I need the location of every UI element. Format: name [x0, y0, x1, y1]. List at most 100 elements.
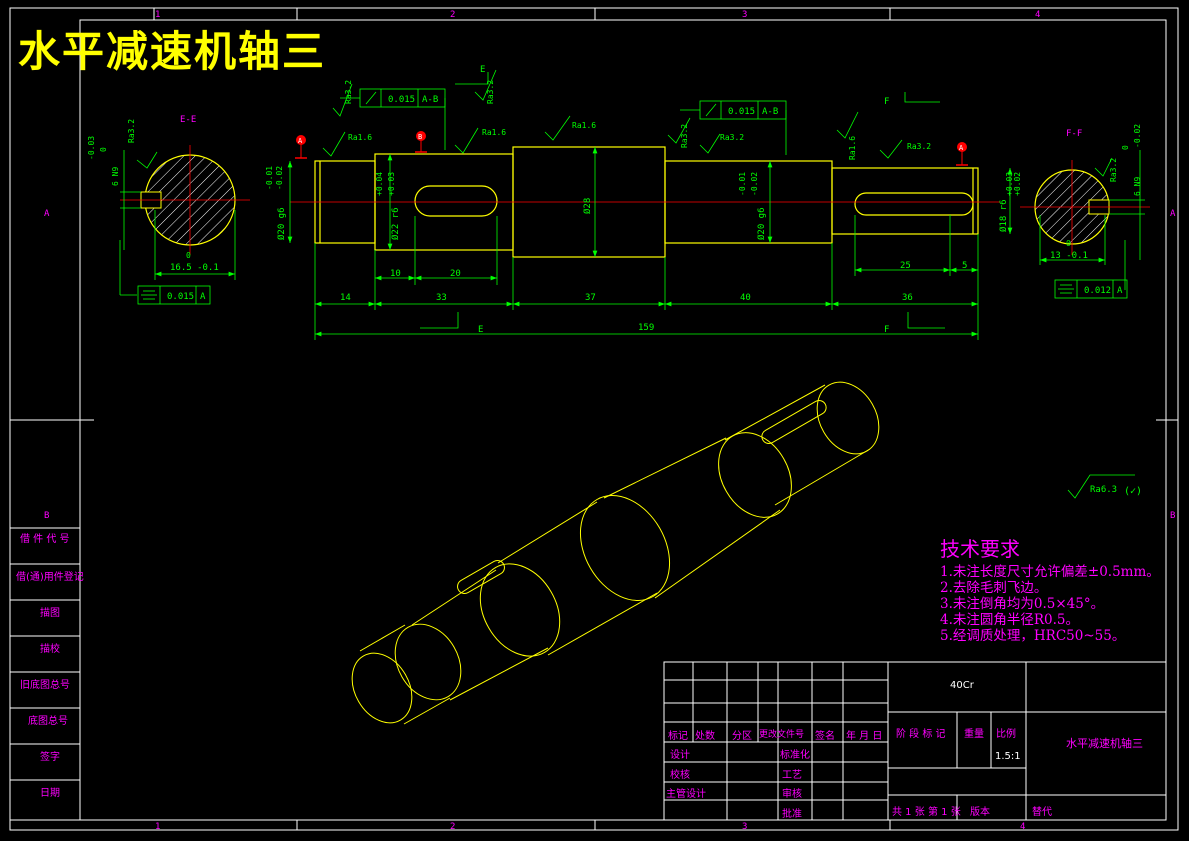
isometric-shaft [351, 381, 880, 725]
scale: 1.5:1 [995, 751, 1021, 762]
drawing-label: Ø22 r6 [390, 207, 401, 240]
section-cut-label: F [884, 97, 889, 107]
zone-marker: 4 [1035, 10, 1040, 20]
length-dim: 37 [585, 293, 596, 303]
drawing-label: 0.012 [1084, 286, 1111, 296]
stage-cell: 重量 [964, 729, 984, 740]
length-dim: 14 [340, 293, 351, 303]
role-cell: 审核 [782, 789, 802, 800]
drawing-label: -0.02 [1133, 124, 1142, 148]
role-cell: 设计 [670, 750, 690, 761]
header-cell: 标记 [668, 731, 688, 742]
drawing-label: 10 [390, 269, 401, 279]
zone-marker: 2 [450, 822, 455, 832]
drawing-label: 0.015 [388, 95, 415, 105]
roughness-label: Ra3.2 [680, 124, 689, 148]
section-label: E-E [180, 115, 196, 125]
length-dim: 33 [436, 293, 447, 303]
drawing-frame [9, 7, 1179, 831]
header-cell: 处数 [695, 731, 715, 742]
tech-line: 3.未注倒角均为0.5×45°。 [940, 596, 1105, 612]
side-cell: 日期 [40, 788, 60, 799]
zone-marker: 3 [742, 822, 747, 832]
zone-marker: B [44, 511, 49, 521]
zone-marker: 1 [155, 10, 160, 20]
drawing-label: -0.01 [265, 166, 274, 190]
tech-line: 4.未注圆角半径R0.5。 [940, 612, 1080, 628]
zone-marker: 1 [155, 822, 160, 832]
drawing-label: Ra3.2 [127, 119, 136, 143]
zone-marker: A [1170, 209, 1176, 219]
general-roughness-symbol [1067, 474, 1135, 499]
roughness-label: Ra3.2 [720, 133, 744, 142]
replace-label: 替代 [1032, 807, 1052, 818]
role-cell: 标准化 [780, 750, 810, 761]
drawing-label: Ø18 r6 [998, 199, 1009, 232]
role-cell: 校核 [670, 770, 690, 781]
side-cell: 底图总号 [28, 716, 68, 727]
datum-label: A [959, 144, 964, 152]
drawing-label: 6 N9 [111, 167, 120, 186]
side-cell: 描校 [40, 644, 60, 655]
drawing-label: 5 [962, 261, 967, 271]
drawing-label: 20 [450, 269, 461, 279]
stage-cell: 比例 [996, 729, 1016, 740]
title-block-grid [663, 661, 1167, 821]
section-ee [119, 145, 250, 305]
side-cell: 借 件 代 号 [20, 534, 70, 545]
drawing-label: 13 -0.1 [1050, 251, 1088, 261]
drawing-label: -0.03 [87, 136, 96, 160]
drawing-label: Ø20 g6 [276, 207, 287, 240]
tech-line: 1.未注长度尺寸允许偏差±0.5mm。 [940, 564, 1160, 580]
roughness-label: Ra1.6 [348, 133, 372, 142]
section-cut-label: E [478, 325, 483, 335]
roughness-label: Ra3.2 [907, 142, 931, 151]
roughness-label: Ra1.6 [572, 121, 596, 130]
drawing-label: -0.02 [750, 172, 759, 196]
drawing-label: Ø28 [582, 198, 593, 214]
version-label: 版本 [970, 807, 990, 818]
drawing-label: 16.5 -0.1 [170, 263, 219, 273]
zone-marker: A [44, 209, 50, 219]
side-cell: 借(通)用件登记 [16, 572, 84, 583]
section-label: F-F [1066, 129, 1082, 139]
side-cell: 描图 [40, 608, 60, 619]
zone-marker: 3 [742, 10, 747, 20]
datum-label: B [418, 133, 422, 141]
section-ff [1020, 150, 1150, 299]
roughness-label: Ra1.6 [848, 136, 857, 160]
drawing-label: +0.02 [1013, 172, 1022, 196]
role-cell: 主管设计 [666, 789, 706, 800]
sheet-no: 第 1 张 [928, 807, 961, 818]
zone-marker: 2 [450, 10, 455, 20]
zone-marker: 4 [1020, 822, 1025, 832]
general-roughness: Ra6.3 [1090, 485, 1117, 495]
drawing-label: +0.03 [1005, 172, 1014, 196]
datum-label: A [298, 137, 303, 145]
role-cell: 批准 [782, 809, 802, 820]
drawing-label: Ra3.2 [1109, 158, 1118, 182]
tech-line: 5.经调质处理，HRC50~55。 [940, 628, 1126, 644]
tech-heading: 技术要求 [940, 537, 1020, 561]
length-dim: 36 [902, 293, 913, 303]
length-dim: 40 [740, 293, 751, 303]
drawing-label: 0 [186, 251, 191, 260]
drawing-label: A [200, 292, 206, 302]
drawing-title: 水平减速机轴三 [18, 27, 327, 76]
drawing-label: 25 [900, 261, 911, 271]
section-cut-label: E [480, 65, 485, 75]
total-length: 159 [638, 323, 654, 333]
sheet-total: 共 1 张 [892, 807, 925, 818]
roughness-label: Ra3.2 [344, 80, 353, 104]
drawing-label: 0.015 [167, 292, 194, 302]
drawing-label: A-B [422, 95, 438, 105]
technical-requirements: 技术要求 1.未注长度尺寸允许偏差±0.5mm。 2.去除毛刺飞边。 3.未注倒… [940, 533, 1160, 644]
role-cell: 工艺 [782, 770, 802, 781]
drawing-label: 0 [1121, 145, 1130, 150]
tech-line: 2.去除毛刺飞边。 [940, 580, 1048, 596]
header-cell: 年 月 日 [846, 731, 883, 742]
general-roughness-mark: (✓) [1124, 486, 1142, 497]
header-cell: 分区 [732, 731, 752, 742]
